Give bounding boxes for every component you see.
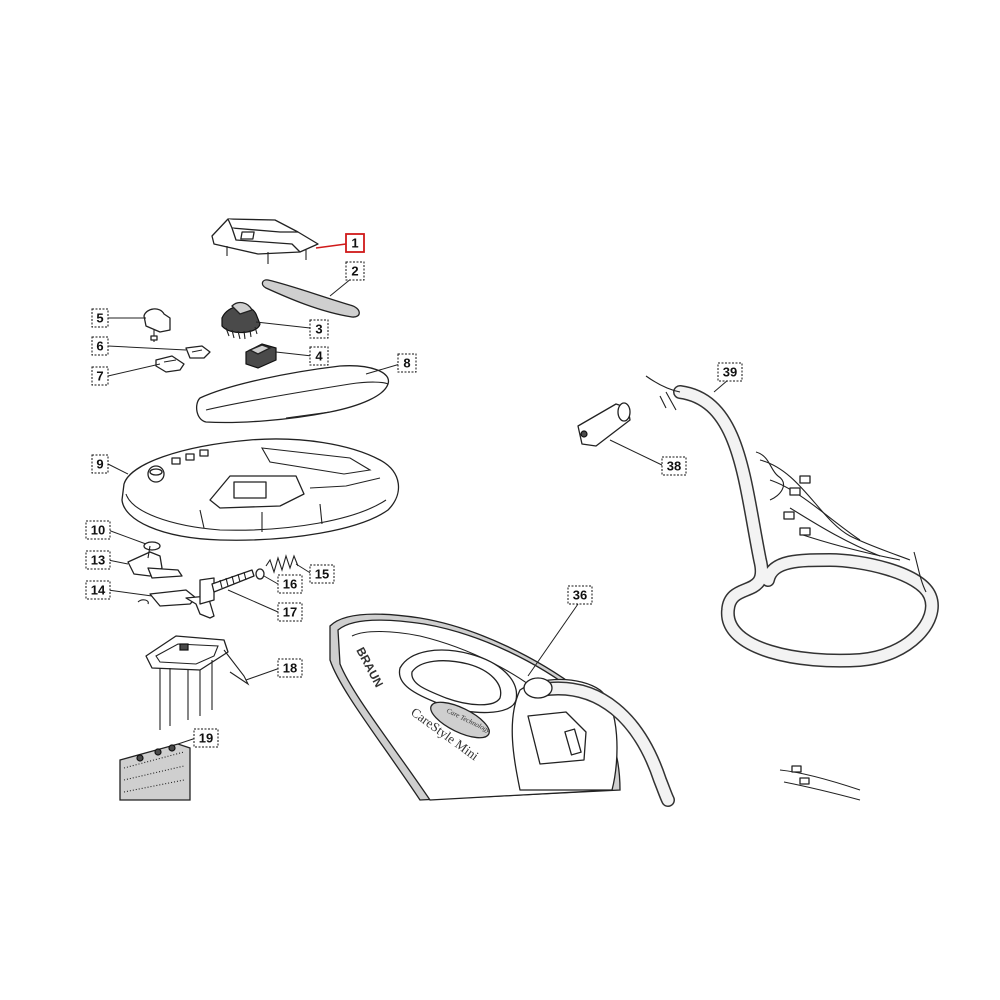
callout-7[interactable]: 7 (91, 366, 109, 386)
leader-36 (527, 603, 579, 677)
callout-1-label: 1 (351, 236, 358, 251)
callout-3-label: 3 (315, 322, 322, 337)
part-clip[interactable] (185, 345, 211, 359)
leader-1 (315, 243, 347, 249)
leader-13 (107, 559, 129, 565)
callout-18[interactable]: 18 (277, 658, 303, 678)
leader-10 (107, 529, 147, 545)
leader-2 (329, 277, 353, 297)
callout-19[interactable]: 19 (193, 728, 219, 748)
cable-fragment (779, 765, 861, 801)
callout-7-label: 7 (96, 369, 103, 384)
callout-4-label: 4 (315, 349, 323, 364)
part-trigger-lever[interactable] (137, 589, 215, 619)
part-valve-lever[interactable] (127, 545, 183, 579)
leader-lines (107, 243, 729, 745)
callout-2[interactable]: 2 (345, 261, 365, 281)
callout-4[interactable]: 4 (309, 346, 329, 366)
callout-38[interactable]: 38 (661, 456, 687, 476)
part-top-cover[interactable] (211, 218, 319, 264)
callout-19-label: 19 (199, 731, 213, 746)
part-iron-body[interactable]: BRAUN CareStyle Mini Care Technology (329, 613, 675, 807)
leader-7 (107, 363, 161, 377)
callout-5[interactable]: 5 (91, 308, 109, 328)
callout-39[interactable]: 39 (717, 362, 743, 382)
callout-10[interactable]: 10 (85, 520, 111, 540)
part-spring[interactable] (265, 554, 299, 574)
callout-13-label: 13 (91, 553, 105, 568)
part-washer[interactable] (255, 568, 265, 580)
callout-13[interactable]: 13 (85, 550, 111, 570)
leader-14 (107, 589, 153, 597)
callout-10-label: 10 (91, 523, 105, 538)
leader-17 (227, 589, 279, 613)
leader-8 (365, 363, 401, 375)
leader-15 (295, 563, 313, 575)
callout-6-label: 6 (96, 339, 103, 354)
part-handle-shell[interactable] (195, 365, 390, 424)
callout-16[interactable]: 16 (277, 574, 303, 594)
leader-19 (177, 737, 197, 745)
leader-3 (255, 321, 311, 329)
leader-18 (245, 667, 281, 681)
callout-15-label: 15 (315, 567, 329, 582)
callout-9-label: 9 (96, 457, 103, 472)
leader-38 (609, 439, 665, 467)
callout-17[interactable]: 17 (277, 602, 303, 622)
part-connector[interactable] (577, 402, 631, 447)
part-slider-button[interactable] (245, 343, 277, 369)
part-base-housing[interactable] (121, 438, 400, 541)
callout-36[interactable]: 36 (567, 585, 593, 605)
callout-36-label: 36 (573, 588, 587, 603)
callout-8-label: 8 (403, 356, 410, 371)
callout-6[interactable]: 6 (91, 336, 109, 356)
part-clip-small[interactable] (155, 355, 185, 373)
callout-17-label: 17 (283, 605, 297, 620)
callout-38-label: 38 (667, 459, 681, 474)
part-bracket-frame[interactable] (145, 635, 250, 730)
callout-39-label: 39 (723, 365, 737, 380)
callout-14-label: 14 (91, 583, 106, 598)
part-circuit-board[interactable] (119, 743, 191, 801)
callout-16-label: 16 (283, 577, 297, 592)
leader-39 (713, 379, 729, 393)
part-dial-wheel[interactable] (221, 301, 261, 340)
callout-3[interactable]: 3 (309, 319, 329, 339)
leader-9 (107, 463, 129, 475)
leader-4 (275, 351, 313, 357)
callout-8[interactable]: 8 (397, 353, 417, 373)
leader-16 (263, 575, 279, 585)
callout-5-label: 5 (96, 311, 103, 326)
part-handle-strip[interactable] (261, 279, 360, 318)
callout-1[interactable]: 1 (345, 233, 365, 253)
part-o-ring[interactable] (143, 541, 161, 551)
part-threaded-rod[interactable] (199, 569, 255, 605)
callout-14[interactable]: 14 (85, 580, 111, 600)
callout-2-label: 2 (351, 264, 358, 279)
part-knob[interactable] (143, 308, 171, 342)
callout-15[interactable]: 15 (309, 564, 335, 584)
leader-6 (107, 345, 187, 351)
callout-18-label: 18 (283, 661, 297, 676)
part-hose-cable[interactable] (645, 375, 939, 668)
callout-9[interactable]: 9 (91, 454, 109, 474)
